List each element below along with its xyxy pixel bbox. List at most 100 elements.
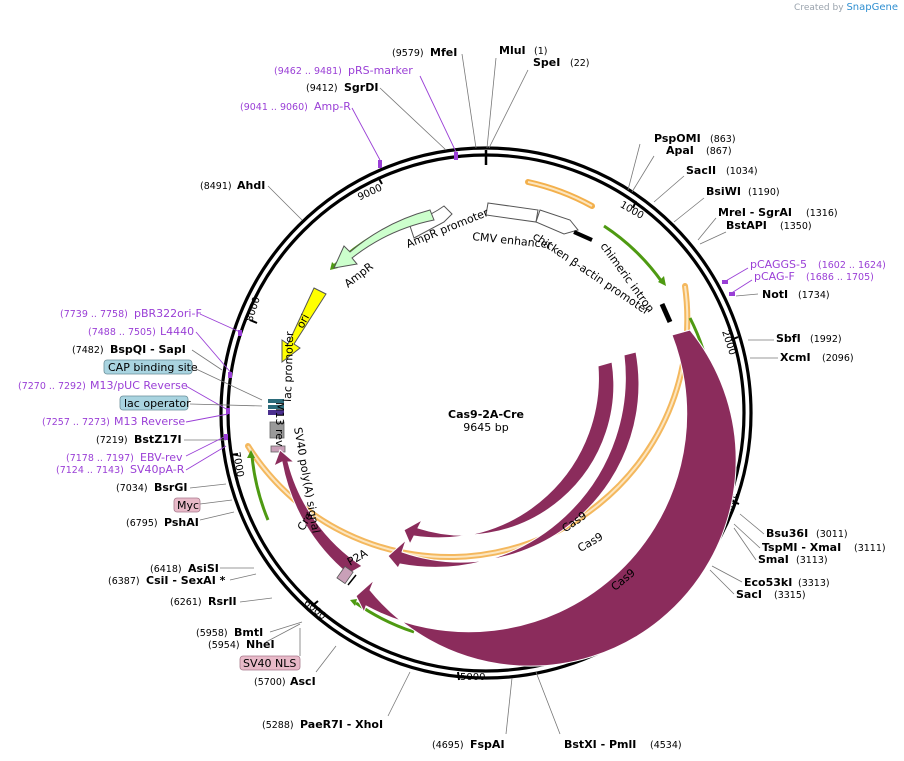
enzyme-bsrgi: BsrGI — [154, 481, 187, 494]
label-ori: ori — [294, 312, 312, 331]
feature-chicken-box — [535, 209, 579, 235]
enzyme-bstxi-pmli-pos: (4534) — [650, 740, 682, 751]
enzyme-mrei-sgrai: MreI - SgrAI — [718, 206, 792, 219]
enzyme-eco53ki-pos: (3313) — [798, 578, 830, 589]
enzyme-nhei-pos: (5954) — [208, 640, 240, 651]
enzyme-leaders — [184, 53, 778, 735]
primer-labels: (9462 .. 9481) pRS-marker (9041 .. 9060)… — [18, 64, 886, 476]
primer-leaders — [185, 75, 753, 471]
intron-mark — [573, 230, 593, 242]
backbone-outer — [219, 146, 753, 680]
ruler-ticks — [229, 176, 740, 681]
enzyme-csii-sexai: CsiI - SexAI * — [146, 574, 226, 587]
enzyme-mlui-pos: (1) — [534, 46, 547, 57]
enzyme-sacii: SacII — [686, 164, 716, 177]
enzyme-sacii-pos: (1034) — [726, 166, 758, 177]
enzyme-noti: NotI — [762, 288, 788, 301]
primer-sv40par-pos: (7124 .. 7143) — [56, 465, 124, 476]
enzyme-bstapi-pos: (1350) — [780, 221, 812, 232]
tick-2000: 2000 — [719, 329, 737, 357]
primer-sv40par: SV40pA-R — [130, 463, 185, 476]
primer-l4440-pos: (7488 .. 7505) — [88, 327, 156, 338]
box-lac-operator: lac operator — [124, 397, 191, 410]
enzyme-bstapi: BstAPI — [726, 219, 767, 232]
enzyme-apai: ApaI — [666, 144, 694, 157]
enzyme-mfei: MfeI — [430, 46, 457, 59]
lac-features — [268, 399, 286, 453]
enzyme-labels: MluI (1) SpeI (22) PspOMI (863) ApaI (86… — [72, 44, 886, 751]
enzyme-asisi: AsiSI — [188, 562, 219, 575]
enzyme-saci: SacI — [736, 588, 762, 601]
primer-pcaggs5: pCAGGS-5 — [750, 258, 807, 271]
ruler-labels: 1000 2000 3000 4000 5000 6000 7000 8000 … — [230, 183, 738, 683]
cas9-arcs — [355, 329, 737, 667]
tick-7000: 7000 — [230, 451, 245, 478]
enzyme-bmti: BmtI — [234, 626, 263, 639]
enzyme-xcmi-pos: (2096) — [822, 353, 854, 364]
boxed-labels: CAP binding site lac operator Myc SV40 N… — [103, 359, 301, 671]
enzyme-bspqi-sapi-pos: (7482) — [72, 345, 104, 356]
feature-p2a — [336, 565, 354, 585]
primer-ampr: Amp-R — [314, 100, 351, 113]
feature-ori — [281, 287, 327, 364]
enzyme-xcmi: XcmI — [780, 351, 811, 364]
plasmid-name: Cas9-2A-Cre — [448, 408, 524, 421]
snapgene-credit: Created by SnapGene — [794, 2, 898, 13]
enzyme-asci-pos: (5700) — [254, 677, 286, 688]
box-myc: Myc — [177, 499, 199, 512]
enzyme-fspai: FspAI — [470, 738, 505, 751]
label-m13-rev: M13 rev — [273, 402, 286, 447]
feature-ampr-promoter — [409, 205, 453, 239]
feature-ampr — [333, 209, 435, 269]
label-lac-promoter: lac promoter — [281, 331, 296, 402]
enzyme-sbfi-pos: (1992) — [810, 334, 842, 345]
primer-ebvrev: EBV-rev — [140, 451, 183, 464]
primer-pcaggs5-pos: (1602 .. 1624) — [818, 260, 886, 271]
enzyme-tspmi-xmai-pos: (3111) — [854, 543, 886, 554]
primer-prs-marker: pRS-marker — [348, 64, 413, 77]
enzyme-rsrii-pos: (6261) — [170, 597, 202, 608]
primer-pcagf-pos: (1686 .. 1705) — [806, 272, 874, 283]
tick-1000: 1000 — [618, 200, 646, 222]
enzyme-saci-pos: (3315) — [774, 590, 806, 601]
primer-pbr322: pBR322ori-F — [134, 307, 202, 320]
primer-marks — [224, 152, 735, 440]
enzyme-apai-pos: (867) — [706, 146, 732, 157]
feature-cmv-box — [485, 202, 539, 223]
enzyme-paer7i-xhoi-pos: (5288) — [262, 720, 294, 731]
enzyme-csii-sexai-pos: (6387) — [108, 576, 140, 587]
enzyme-fspai-pos: (4695) — [432, 740, 464, 751]
feature-cre — [273, 449, 363, 575]
primer-pcagf: pCAG-F — [754, 270, 795, 283]
enzyme-bspqi-sapi: BspQI - SapI — [110, 343, 186, 356]
box-sv40-nls: SV40 NLS — [243, 657, 296, 670]
primer-m13rev: M13 Reverse — [114, 415, 185, 428]
enzyme-mfei-pos: (9579) — [392, 48, 424, 59]
enzyme-noti-pos: (1734) — [798, 290, 830, 301]
snapgene-logo: SnapGene — [846, 2, 898, 13]
enzyme-sbfi: SbfI — [776, 332, 801, 345]
enzyme-ahdi: AhdI — [237, 179, 265, 192]
enzyme-eco53ki: Eco53kI — [744, 576, 792, 589]
enzyme-bsiwi-pos: (1190) — [748, 187, 780, 198]
tick-5000: 5000 — [460, 672, 485, 683]
enzyme-sgrdi: SgrDI — [344, 81, 378, 94]
enzyme-spei: SpeI — [533, 56, 560, 69]
tick-6000: 6000 — [301, 598, 328, 623]
enzyme-mlui: MluI — [499, 44, 526, 57]
enzyme-asisi-pos: (6418) — [150, 564, 182, 575]
p2a-mark — [347, 574, 357, 586]
enzyme-bstz17i: BstZ17I — [134, 433, 182, 446]
plasmid-length: 9645 bp — [463, 421, 508, 434]
enzyme-pshai: PshAI — [164, 516, 199, 529]
enzyme-nhei: NheI — [246, 638, 275, 651]
credit-prefix: Created by — [794, 3, 844, 13]
enzyme-pshai-pos: (6795) — [126, 518, 158, 529]
enzyme-rsrii: RsrII — [208, 595, 237, 608]
enzyme-bmti-pos: (5958) — [196, 628, 228, 639]
primer-prs-marker-pos: (9462 .. 9481) — [274, 66, 342, 77]
enzyme-paer7i-xhoi: PaeR7I - XhoI — [300, 718, 383, 731]
primer-l4440: L4440 — [160, 325, 194, 338]
primer-m13puc: M13/pUC Reverse — [90, 379, 188, 392]
enzyme-spei-pos: (22) — [570, 58, 590, 69]
